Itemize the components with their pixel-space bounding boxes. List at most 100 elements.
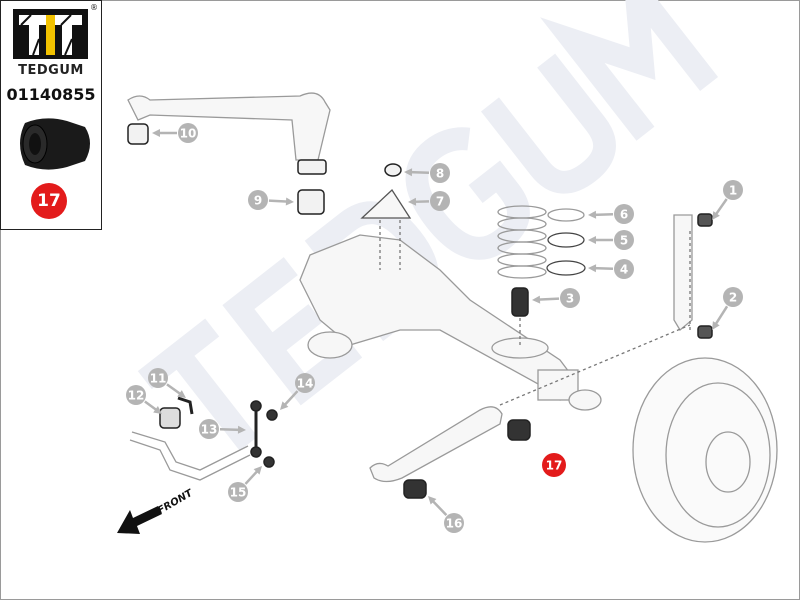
- arrowhead-icon: [253, 466, 262, 475]
- arrowhead-icon: [588, 264, 597, 273]
- tedgum-logo: [13, 9, 88, 59]
- coil-spring: [497, 205, 547, 279]
- callout-10: 10: [152, 123, 198, 143]
- front-label: FRONT: [156, 487, 196, 516]
- callout-14: 14: [280, 373, 315, 410]
- callout-label: 14: [297, 377, 314, 391]
- callout-label: 4: [620, 263, 628, 277]
- callout-label: 2: [729, 291, 737, 305]
- callout-arrow-line: [593, 213, 614, 217]
- callout-5: 5: [588, 230, 634, 250]
- part-outlines: [127, 92, 778, 543]
- callout-arrow-line: [593, 266, 614, 270]
- callout-4: 4: [588, 259, 634, 279]
- wheel: [632, 357, 778, 543]
- callout-arrow-line: [283, 390, 299, 407]
- callout-circle: [560, 288, 580, 308]
- brand-name: TEDGUM: [18, 63, 84, 78]
- arrowhead-icon: [153, 406, 162, 414]
- callout-11: 11: [148, 368, 186, 398]
- arrowhead-icon: [712, 211, 720, 220]
- callout-16: 16: [428, 496, 464, 533]
- callout-label: 1: [729, 184, 737, 198]
- front-arrow-icon: [117, 506, 162, 534]
- bushings: [127, 123, 713, 499]
- callout-label: 15: [230, 486, 247, 500]
- callout-label: 17: [546, 459, 563, 473]
- arrowhead-icon: [177, 390, 186, 398]
- callout-label: 3: [566, 292, 574, 306]
- callout-circle: [430, 163, 450, 183]
- callout-9: 9: [248, 190, 294, 210]
- arrowhead-icon: [237, 425, 246, 434]
- arrowhead-icon: [280, 401, 289, 410]
- callout-label: 12: [128, 389, 145, 403]
- callout-2: 2: [712, 287, 743, 330]
- callout-6: 6: [588, 204, 634, 224]
- position-badge: 17: [31, 183, 67, 219]
- part-photo-bushing: [20, 118, 90, 170]
- callout-circle: [723, 180, 743, 200]
- callout-circle: [614, 230, 634, 250]
- callout-8: 8: [404, 163, 450, 183]
- callout-label: 5: [620, 234, 628, 248]
- callout-circle: [126, 385, 146, 405]
- callout-label: 7: [436, 195, 444, 209]
- arrowhead-icon: [712, 321, 720, 330]
- lower-arm: [369, 406, 503, 483]
- upper-arm: [127, 92, 331, 161]
- axle-housing: [299, 234, 576, 401]
- callout-circle: [148, 368, 168, 388]
- arrowhead-icon: [152, 129, 160, 137]
- callout-circle: [444, 513, 464, 533]
- callout-circle: [295, 373, 315, 393]
- callout-circle: [248, 190, 268, 210]
- registered-mark: ®: [90, 3, 98, 12]
- callout-17: 17: [542, 453, 566, 477]
- callout-circle: [542, 453, 566, 477]
- callout-circle: [614, 204, 634, 224]
- callout-arrow-line: [166, 383, 182, 396]
- callout-label: 6: [620, 208, 628, 222]
- callout-arrow-line: [244, 469, 259, 485]
- part-number: 01140855: [6, 85, 96, 104]
- callout-circle: [178, 123, 198, 143]
- arrowhead-icon: [532, 295, 541, 304]
- callout-arrow-line: [537, 297, 560, 301]
- callout-arrow-line: [144, 400, 158, 412]
- callout-circle: [228, 482, 248, 502]
- callout-label: 11: [150, 372, 167, 386]
- callout-label: 16: [446, 517, 463, 531]
- highlighted-bushing-17: [507, 419, 531, 441]
- callout-label: 9: [254, 194, 262, 208]
- callout-12: 12: [126, 385, 162, 414]
- callout-label: 8: [436, 167, 444, 181]
- callout-circle: [723, 287, 743, 307]
- callout-label: 13: [201, 423, 218, 437]
- callout-arrow-line: [714, 305, 729, 326]
- arrowhead-icon: [408, 197, 417, 206]
- part-info-panel: ® TEDGUM 01140855 17: [0, 0, 102, 230]
- shock-absorber: [673, 214, 693, 331]
- callout-circle: [614, 259, 634, 279]
- callout-3: 3: [532, 288, 580, 308]
- arrowhead-icon: [588, 210, 597, 219]
- callout-7: 7: [408, 191, 450, 211]
- callout-arrow-line: [219, 428, 241, 432]
- arrowhead-icon: [285, 197, 294, 206]
- stabilizer-bar: [129, 431, 251, 481]
- arrowhead-icon: [404, 168, 413, 177]
- callout-arrow-line: [714, 198, 728, 216]
- callout-circle: [430, 191, 450, 211]
- callout-circle: [199, 419, 219, 439]
- callout-label: 10: [180, 127, 197, 141]
- callout-arrow-line: [268, 199, 289, 203]
- arrowhead-icon: [428, 496, 437, 505]
- callout-15: 15: [228, 466, 262, 502]
- callout-1: 1: [712, 180, 743, 220]
- callout-arrow-line: [409, 170, 430, 174]
- callout-arrow-line: [431, 499, 448, 516]
